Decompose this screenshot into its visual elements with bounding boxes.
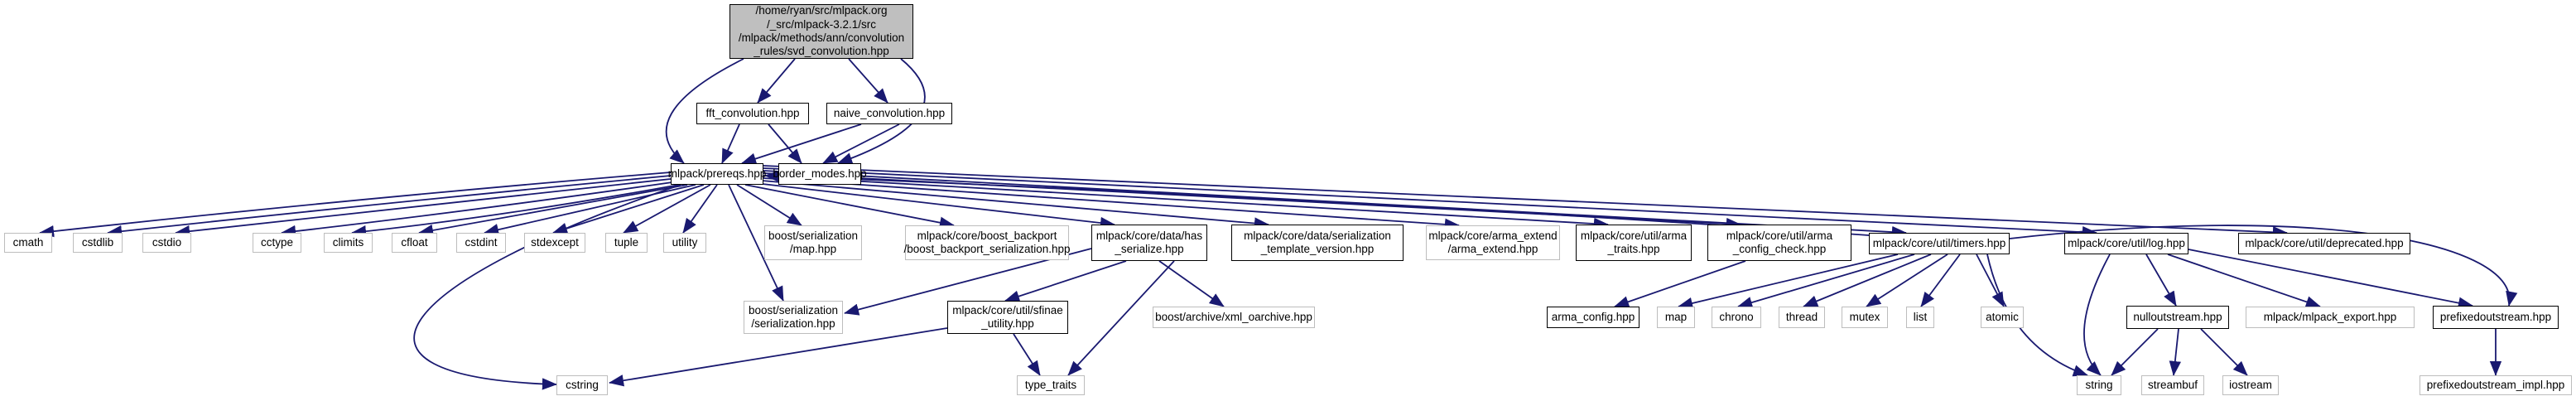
node-xml_oarchive: boost/archive/xml_oarchive.hpp	[1153, 307, 1315, 328]
edge-arma_cfg_check-arma_config	[1614, 260, 1746, 308]
node-mlpack_export: mlpack/mlpack_export.hpp	[2246, 307, 2415, 328]
node-prefixedout[interactable]: prefixedoutstream.hpp	[2433, 306, 2559, 329]
node-cstdio: cstdio	[142, 233, 191, 253]
node-arma_traits[interactable]: mlpack/core/util/arma _traits.hpp	[1576, 225, 1692, 261]
edge-log-string	[2083, 254, 2111, 376]
edge-has_serialize-sfinae	[1004, 260, 1127, 302]
node-fft[interactable]: fft_convolution.hpp	[696, 103, 809, 124]
node-thread: thread	[1779, 307, 1825, 328]
node-timers[interactable]: mlpack/core/util/timers.hpp	[1869, 233, 2010, 254]
edge-prereqs-ser_tmpl	[761, 180, 1269, 229]
node-nulloutstream[interactable]: nulloutstream.hpp	[2126, 306, 2229, 329]
edge-prereqs-arma_extend	[763, 177, 1460, 231]
edge-prereqs-cstdio	[175, 178, 672, 238]
node-streambuf: streambuf	[2141, 375, 2204, 395]
edge-root-fft	[757, 58, 796, 104]
node-root: /home/ryan/src/mlpack.org /_src/mlpack-3…	[729, 4, 913, 59]
edge-sfinae-type_traits	[1013, 333, 1041, 376]
node-arma_extend: mlpack/core/arma_extend /arma_extend.hpp	[1426, 225, 1560, 260]
edge-timers-mutex	[1866, 254, 1948, 307]
edge-prereqs-backport	[744, 184, 955, 229]
node-ser_ser: boost/serialization /serialization.hpp	[744, 301, 843, 334]
edge-prereqs-ser_map	[736, 184, 802, 226]
edge-timers-chrono	[1737, 254, 1915, 309]
node-deprecated[interactable]: mlpack/core/util/deprecated.hpp	[2238, 233, 2410, 254]
node-cstdlib: cstdlib	[73, 233, 123, 253]
edge-prereqs-tuple	[623, 184, 711, 234]
node-climits: climits	[324, 233, 373, 253]
edge-nulloutstream-iostream	[2200, 328, 2248, 376]
node-prefixedout_impl: prefixedoutstream_impl.hpp	[2420, 375, 2572, 395]
node-cfloat: cfloat	[392, 233, 437, 253]
edge-prereqs-cstring	[413, 184, 681, 390]
node-has_serialize[interactable]: mlpack/core/data/has _serialize.hpp	[1091, 225, 1207, 261]
node-stdexcept: stdexcept	[524, 233, 585, 253]
edge-root-naive	[848, 58, 888, 104]
edge-timers-string	[1986, 254, 2088, 377]
node-arma_cfg_check[interactable]: mlpack/core/util/arma _config_check.hpp	[1707, 225, 1851, 261]
node-naive[interactable]: naive_convolution.hpp	[826, 103, 952, 124]
edge-fft-border	[768, 123, 802, 164]
node-type_traits: type_traits	[1017, 375, 1085, 395]
node-utility: utility	[663, 233, 706, 253]
node-cstring: cstring	[556, 375, 608, 395]
node-sfinae[interactable]: mlpack/core/util/sfinae _utility.hpp	[947, 301, 1068, 334]
edge-sfinae-cstring	[609, 327, 948, 387]
edge-has_serialize-type_traits	[1067, 260, 1175, 376]
edge-prereqs-cfloat	[418, 184, 688, 237]
edge-prereqs-ser_ser	[728, 184, 784, 302]
edge-root-prereqs	[665, 58, 744, 164]
edge-prereqs-arma_traits	[763, 175, 1609, 230]
edge-prereqs-stdexcept	[552, 184, 705, 234]
edge-nulloutstream-string	[2111, 328, 2159, 376]
edge-log-nulloutstream	[2145, 254, 2177, 307]
edge-timers-thread	[1803, 254, 1932, 307]
edge-prereqs-climits	[351, 184, 680, 238]
node-arma_config[interactable]: arma_config.hpp	[1547, 307, 1639, 328]
node-iostream: iostream	[2222, 375, 2279, 395]
node-ser_tmpl[interactable]: mlpack/core/data/serialization _template…	[1231, 225, 1404, 261]
edge-prereqs-has_serialize	[754, 182, 1115, 229]
edge-fft-prereqs	[721, 123, 740, 164]
edge-prereqs-cstdint	[484, 184, 696, 236]
edge-naive-border	[822, 123, 900, 164]
edge-naive-prereqs	[741, 123, 862, 165]
node-atomic: atomic	[1981, 307, 2024, 328]
node-backport: mlpack/core/boost_backport /boost_backpo…	[903, 225, 1071, 260]
edge-timers-atomic	[1976, 254, 2005, 307]
edge-prereqs-deprecated	[763, 165, 2288, 239]
node-chrono: chrono	[1712, 307, 1761, 328]
node-prereqs[interactable]: mlpack/prereqs.hpp	[668, 163, 766, 185]
node-list: list	[1906, 307, 1934, 328]
node-cctype: cctype	[253, 233, 301, 253]
edge-timers-map	[1678, 254, 1899, 310]
node-string: string	[2077, 375, 2121, 395]
node-cstdint: cstdint	[456, 233, 506, 253]
edge-prereqs-cmath	[39, 172, 672, 238]
node-log[interactable]: mlpack/core/util/log.hpp	[2064, 233, 2188, 254]
edge-prereqs-cstdlib	[107, 175, 672, 238]
node-map: map	[1657, 307, 1695, 328]
edge-prereqs-log	[763, 167, 2097, 239]
edge-has_serialize-xml_oarchive	[1158, 260, 1225, 307]
edge-prereqs-cctype	[281, 181, 673, 238]
edge-log-prefixedout	[2188, 249, 2473, 309]
edge-log-mlpack_export	[2167, 254, 2321, 308]
node-tuple: tuple	[605, 233, 648, 253]
node-mutex: mutex	[1842, 307, 1888, 328]
node-border[interactable]: border_modes.hpp	[773, 163, 867, 185]
edge-timers-list	[1920, 254, 1961, 307]
edge-prereqs-utility	[682, 184, 718, 234]
node-cmath: cmath	[4, 233, 52, 253]
edge-timers-prereqs	[764, 170, 1870, 236]
edge-nulloutstream-streambuf	[2169, 328, 2181, 376]
node-ser_map: boost/serialization /map.hpp	[764, 225, 862, 260]
